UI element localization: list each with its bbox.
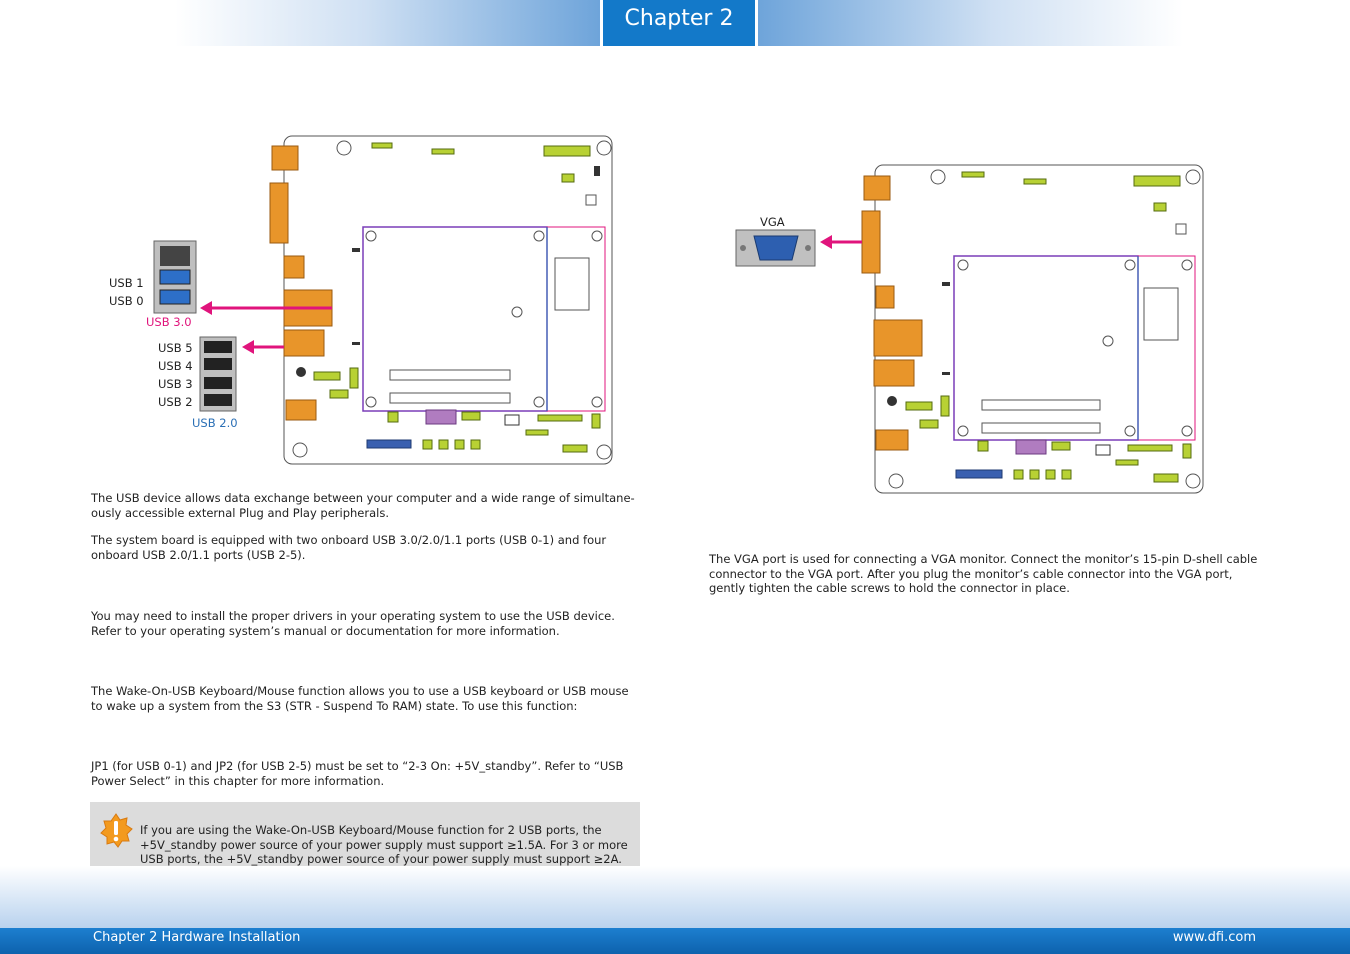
usb30-label: USB 3.0	[146, 315, 192, 329]
vga-paragraph: The VGA port is used for connecting a VG…	[709, 552, 1258, 596]
usb0-label: USB 0	[109, 294, 144, 308]
note-text: If you are using the Wake-On-USB Keyboar…	[140, 823, 628, 867]
chapter-tab: Chapter 2	[603, 0, 755, 46]
usb-paragraph-5: JP1 (for USB 0-1) and JP2 (for USB 2-5) …	[91, 759, 624, 788]
usb4-label: USB 4	[158, 359, 193, 373]
vga-board-diagram	[735, 164, 1204, 494]
usb20-label: USB 2.0	[192, 416, 238, 430]
footer-band	[0, 866, 1350, 928]
usb2-label: USB 2	[158, 395, 193, 409]
usb3-label: USB 3	[158, 377, 193, 391]
vga-label: VGA	[760, 215, 785, 229]
usb-paragraph-2: The system board is equipped with two on…	[91, 533, 607, 562]
footer-website-link[interactable]: www.dfi.com	[1172, 930, 1256, 945]
header-band-right	[758, 0, 1183, 46]
footer-chapter-title: Chapter 2 Hardware Installation	[93, 930, 301, 945]
usb-paragraph-1: The USB device allows data exchange betw…	[91, 491, 635, 520]
header-band-left	[175, 0, 600, 46]
usb5-label: USB 5	[158, 341, 193, 355]
usb-paragraph-4: The Wake-On-USB Keyboard/Mouse function …	[91, 684, 629, 713]
warning-icon	[100, 813, 133, 848]
usb-paragraph-3: You may need to install the proper drive…	[91, 609, 615, 638]
usb-board-diagram	[153, 135, 613, 465]
usb1-label: USB 1	[109, 276, 144, 290]
footer-bar	[0, 928, 1350, 954]
